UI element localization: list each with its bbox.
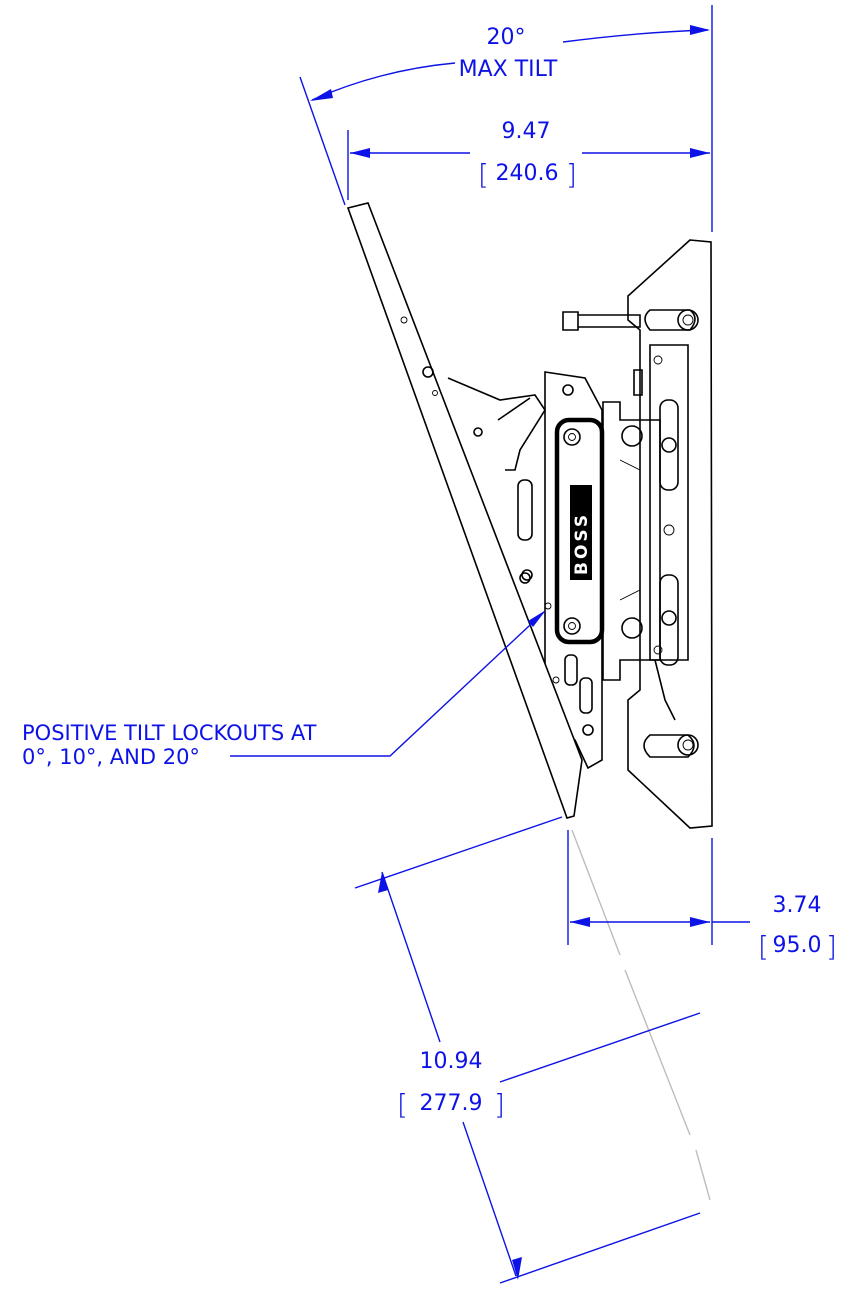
boss-logo-text: BOSS [572, 512, 592, 575]
tilt-centerline [571, 829, 711, 1201]
screen-plate [346, 202, 583, 819]
top-bolt-rod [562, 311, 641, 331]
tilt-arc-left [311, 62, 456, 101]
wall-plate-bottom-slot [643, 734, 695, 758]
bracket-top-pivot [562, 384, 574, 396]
lock-bottom-screw [563, 617, 581, 635]
rail-bottom-curve [654, 659, 676, 721]
length-line-upper [381, 871, 441, 1043]
length-bracket-close: ] [494, 1088, 505, 1121]
bracket-lower-slot-2 [579, 677, 593, 714]
depth-bracket-open: [ [758, 930, 769, 963]
length-extension-line-top [354, 816, 563, 889]
depth-inches: 3.74 [773, 893, 822, 918]
adapter-lower-round [621, 617, 643, 639]
adapter-inner-contour [619, 459, 641, 601]
rail-upper-screw [661, 437, 677, 453]
depth-arrow-right [690, 917, 710, 927]
length-arrow-bottom [512, 1257, 522, 1280]
note-leader-line [230, 611, 545, 757]
length-bracket-open: [ [397, 1088, 408, 1121]
top-slot-bolt [677, 309, 699, 331]
length-line-lower-segment [462, 1121, 517, 1277]
bracket-small-hole [552, 676, 560, 684]
boss-logo-plate [570, 485, 592, 580]
width-dimension: 9.47 [ 240.6 ] [347, 119, 710, 200]
lock-bottom-screw-center [568, 622, 576, 630]
length-dimension: 10.94 [ 277.9 ] [354, 816, 701, 1284]
width-arrow-right [690, 148, 710, 158]
rail-bottom-hole [653, 645, 663, 655]
length-inches: 10.94 [420, 1049, 483, 1074]
rail-lower-screw [661, 610, 677, 626]
width-inches: 9.47 [502, 119, 551, 144]
note-line-1: POSITIVE TILT LOCKOUTS AT [22, 721, 317, 745]
screen-plate-screw-1 [422, 366, 434, 378]
dimensions: 20° MAX TILT 9.47 [ 240.6 ] 3.74 [ 95.0 [22, 5, 837, 1284]
adapter-upper-round [621, 425, 643, 447]
top-slot-bolt-inner [682, 314, 694, 326]
screen-plate-hole-2 [432, 390, 438, 396]
width-mm: 240.6 [496, 161, 559, 186]
depth-arrow-left [570, 917, 590, 927]
tilt-arm [447, 377, 546, 471]
rail-center-hole [663, 524, 675, 536]
screen-plate-screw-3 [521, 569, 533, 581]
length-mm: 277.9 [420, 1091, 483, 1116]
length-extension-line-bottom [499, 1012, 701, 1083]
bracket-lower-slot [564, 654, 578, 686]
tilt-lockout-note: POSITIVE TILT LOCKOUTS AT 0°, 10°, AND 2… [22, 610, 546, 769]
bracket-bottom-pivot [582, 724, 594, 736]
wall-plate [627, 239, 713, 829]
note-leader-arrow [528, 610, 546, 627]
depth-bracket-close: ] [826, 930, 837, 963]
tilt-angle-value: 20° [487, 25, 526, 50]
rail-top-hole [653, 355, 663, 365]
width-bracket-close: ] [566, 158, 577, 191]
screen-plate-screw-2 [473, 427, 483, 437]
mount-part: BOSS [346, 202, 713, 829]
tilt-angle-label: MAX TILT [459, 57, 558, 82]
bottom-slot-bolt [677, 734, 699, 756]
screen-plate-hole-1 [400, 316, 408, 324]
width-bracket-open: [ [478, 158, 489, 191]
tilt-extension-line-left [299, 76, 346, 206]
tilt-arc-right [562, 29, 709, 43]
lock-top-screw-center [568, 433, 576, 441]
tilt-angle-dimension: 20° MAX TILT [299, 5, 713, 232]
tilt-arrow-left [310, 89, 333, 101]
rail-clip-top [633, 369, 643, 396]
tilt-arm-link [497, 397, 531, 421]
depth-mm: 95.0 [773, 933, 822, 958]
note-line-2: 0°, 10°, AND 20° [22, 745, 200, 769]
bottom-slot-bolt-inner [682, 739, 694, 751]
depth-dimension: 3.74 [ 95.0 ] [567, 830, 837, 963]
vertical-rail [649, 344, 689, 661]
tilt-arrow-right [690, 25, 710, 35]
screen-plate-lockout-hole [544, 602, 552, 610]
length-extension-line-bottom-visible [499, 1212, 701, 1284]
arm-slot [517, 479, 533, 541]
length-arrow-top [378, 872, 388, 893]
lock-top-screw [563, 428, 581, 446]
width-arrow-left [350, 148, 370, 158]
adapter-plate [602, 401, 661, 681]
